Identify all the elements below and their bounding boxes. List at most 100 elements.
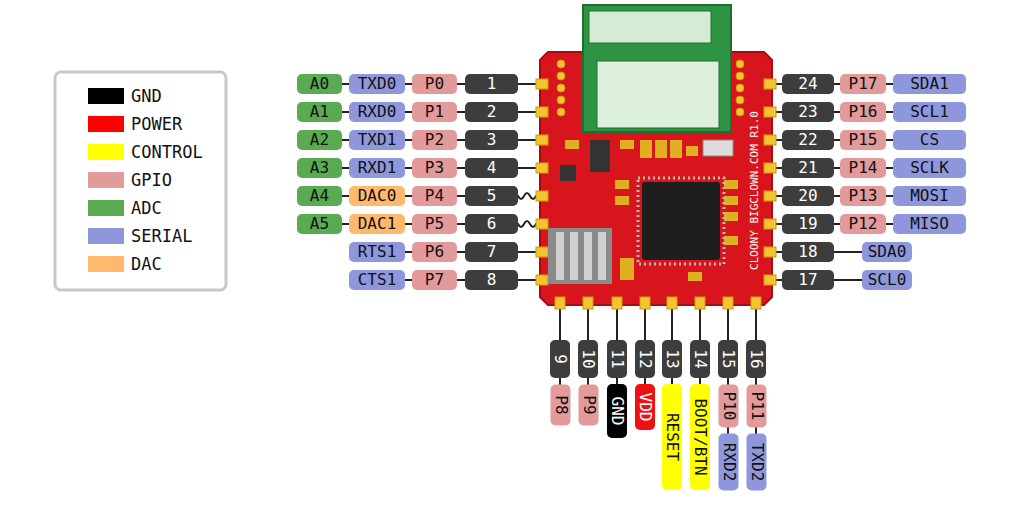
pin-number: 11 <box>607 340 627 378</box>
castellated-pad <box>764 191 776 201</box>
pin-text: 16 <box>746 349 766 368</box>
gpio-label: P7 <box>412 270 457 290</box>
pin-text: SCL1 <box>910 102 949 122</box>
pin-text: MOSI <box>910 186 949 206</box>
serial-label: SDA1 <box>893 74 966 94</box>
pin-text: P13 <box>849 186 878 206</box>
dac-label: DAC1 <box>349 214 405 234</box>
castellated-pad <box>764 79 776 89</box>
pin-text: P9 <box>578 395 598 414</box>
pin-number: 18 <box>782 242 834 262</box>
pin-text: MISO <box>910 214 949 234</box>
smd-component <box>724 180 738 189</box>
castellated-pad <box>695 297 705 309</box>
header-dot <box>557 84 565 92</box>
serial-label: TXD2 <box>746 433 766 490</box>
pin-header <box>548 228 612 284</box>
smd-component <box>620 258 634 280</box>
pin-number: 2 <box>465 102 518 122</box>
pin-text: RXD2 <box>718 442 738 481</box>
castellated-pad <box>640 297 650 309</box>
legend-text: ADC <box>131 198 162 218</box>
pin-text: P15 <box>849 130 878 150</box>
pin-text: CTS1 <box>358 270 397 290</box>
gpio-label: P17 <box>840 74 886 94</box>
legend-frame <box>55 72 226 290</box>
castellated-pad <box>751 297 761 309</box>
board <box>540 52 772 305</box>
header-dot <box>557 108 565 116</box>
pin-text: DAC0 <box>358 186 397 206</box>
pin-number: 21 <box>782 158 834 178</box>
pin-number: 17 <box>782 270 834 290</box>
castellated-pad <box>764 219 776 229</box>
adc-label: A1 <box>297 102 342 122</box>
smd-component <box>688 272 702 281</box>
pin-text: 10 <box>578 349 598 368</box>
castellated-pad <box>583 297 593 309</box>
legend-text: CONTROL <box>131 142 203 162</box>
pin-number: 3 <box>465 130 518 150</box>
legend-text: GND <box>131 86 162 106</box>
pin-text: 13 <box>662 349 682 368</box>
pin-text: P17 <box>849 74 878 94</box>
legend-swatch <box>88 228 124 244</box>
legend-text: SERIAL <box>131 226 192 246</box>
legend-text: GPIO <box>131 170 172 190</box>
smd-component <box>560 140 738 281</box>
pin-header <box>584 232 592 280</box>
gpio-label: P14 <box>840 158 886 178</box>
serial-label: SCL1 <box>893 102 966 122</box>
castellated-pad <box>536 135 548 145</box>
castellated-pad <box>764 163 776 173</box>
radio-module <box>589 11 711 43</box>
serial-label: TXD1 <box>349 130 405 150</box>
board <box>540 52 772 305</box>
pin-text: 24 <box>798 74 817 94</box>
dac-label: DAC0 <box>349 186 405 206</box>
smd-component <box>724 196 738 205</box>
pin-text: A4 <box>310 186 329 206</box>
pin-text: 4 <box>487 158 497 178</box>
pin-text: 1 <box>487 74 497 94</box>
pin-text: SCL0 <box>868 270 907 290</box>
pin-text: A0 <box>310 74 329 94</box>
microcontroller-chip <box>638 178 724 264</box>
pin-number: 15 <box>718 340 738 378</box>
smd-component <box>724 236 738 245</box>
gpio-label: P5 <box>412 214 457 234</box>
castellated-pad <box>536 275 548 285</box>
pin-number: 4 <box>465 158 518 178</box>
pin-number: 23 <box>782 102 834 122</box>
serial-label: RXD2 <box>718 433 738 490</box>
radio-module <box>583 5 731 132</box>
pin-text: 6 <box>487 214 497 234</box>
pin-text: P14 <box>849 158 878 178</box>
header-dot <box>557 72 565 80</box>
gpio-label: P15 <box>840 130 886 150</box>
pin-text: P4 <box>425 186 444 206</box>
castellated-pad <box>536 107 548 117</box>
legend-swatch <box>88 200 124 216</box>
gpio-label: P16 <box>840 102 886 122</box>
pin-text: 18 <box>798 242 817 262</box>
radio-module <box>583 5 731 132</box>
pin-text: A1 <box>310 102 329 122</box>
legend-swatch <box>88 116 124 132</box>
pin-text: RXD1 <box>358 158 397 178</box>
gpio-label: P10 <box>718 384 738 427</box>
smd-component <box>615 180 629 189</box>
pin-text: 21 <box>798 158 817 178</box>
serial-label: TXD0 <box>349 74 405 94</box>
serial-label: RXD1 <box>349 158 405 178</box>
control-label: BOOT/BTN <box>690 384 710 490</box>
pin-text: 3 <box>487 130 497 150</box>
pin-number: 14 <box>690 340 710 378</box>
pin-text: 23 <box>798 102 817 122</box>
pin-text: TXD2 <box>746 442 766 481</box>
pin-number: 20 <box>782 186 834 206</box>
pin-number: 24 <box>782 74 834 94</box>
pin-header <box>548 228 612 284</box>
pin-text: 15 <box>718 349 738 368</box>
